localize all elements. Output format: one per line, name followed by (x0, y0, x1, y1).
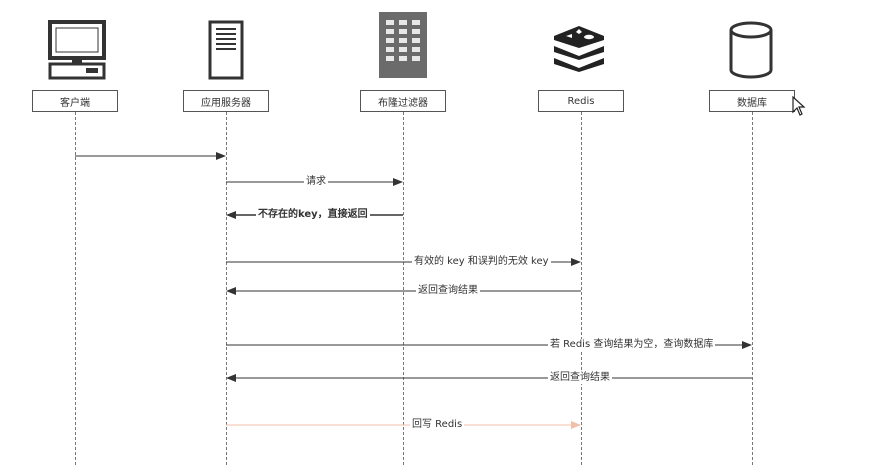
lifeline-redis (581, 112, 582, 465)
participant-bloom-filter: 布隆过滤器 (360, 90, 446, 112)
participant-redis: Redis (538, 90, 624, 112)
message-label-db-result: 返回查询结果 (548, 372, 612, 384)
message-label-valid-keys: 有效的 key 和误判的无效 key (412, 256, 551, 268)
arrow-db-return (226, 374, 752, 382)
redis-logo-icon (554, 26, 604, 72)
arrow-write-back (226, 421, 581, 429)
computer-icon (48, 20, 106, 80)
server-icon (208, 20, 244, 80)
database-icon (729, 21, 773, 79)
message-label-key-not-exist: 不存在的key，直接返回 (256, 209, 370, 221)
mouse-cursor-icon (792, 96, 806, 116)
lifeline-client (75, 112, 76, 465)
participant-client: 客户端 (32, 90, 118, 112)
filter-building-icon (379, 12, 427, 78)
message-label-request: 请求 (304, 176, 328, 188)
arrow-client-to-app (75, 152, 226, 160)
message-label-redis-result: 返回查询结果 (416, 285, 480, 297)
lifeline-app-server (226, 112, 227, 465)
participant-database: 数据库 (709, 90, 795, 112)
message-label-query-db: 若 Redis 查询结果为空，查询数据库 (548, 339, 716, 351)
message-label-write-back: 回写 Redis (410, 419, 465, 431)
participant-app-server: 应用服务器 (183, 90, 269, 112)
lifeline-database (752, 112, 753, 465)
arrow-redis-return (226, 287, 581, 295)
lifeline-bloom-filter (403, 112, 404, 465)
